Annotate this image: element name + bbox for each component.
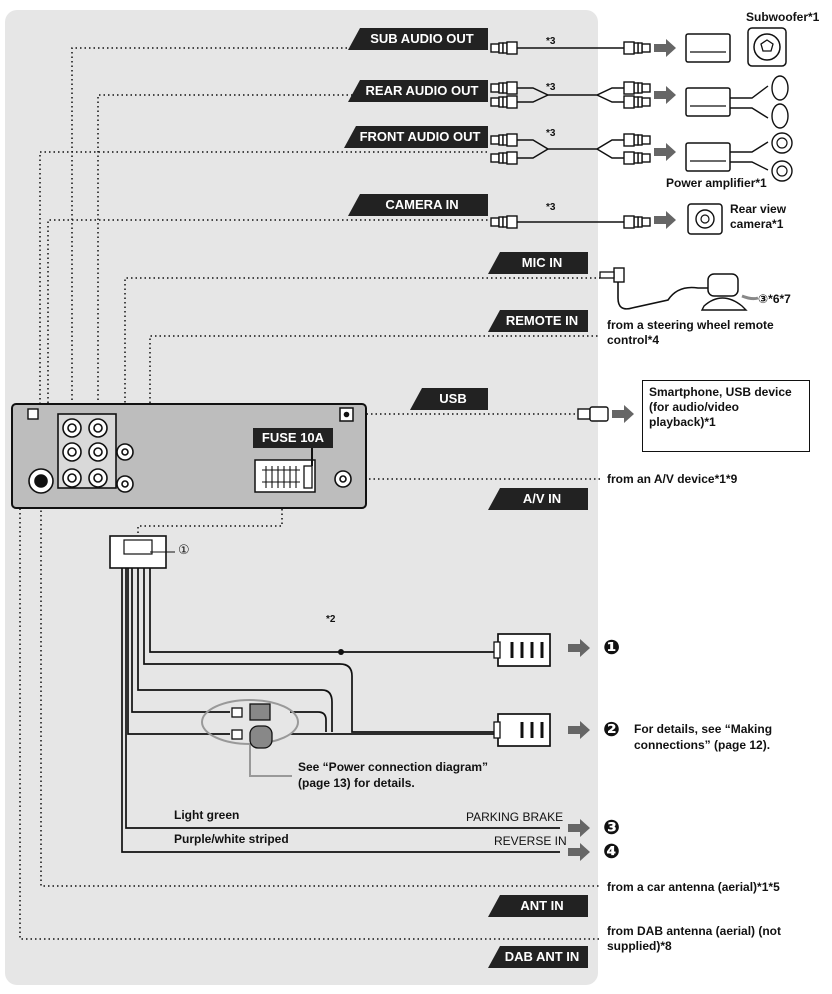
connector-4-marker: ❹: [603, 841, 620, 863]
power-diagram-label-2: (page 13) for details.: [298, 776, 415, 790]
usb-device-line-1: Smartphone, USB device: [649, 385, 792, 399]
harness-callout-1: ①: [178, 542, 190, 557]
front-audio-out-tag: FRONT AUDIO OUT: [344, 126, 488, 148]
power-diagram-label-1: See “Power connection diagram”: [298, 760, 489, 774]
light-green-label: Light green: [174, 808, 240, 822]
fuse-label: FUSE 10A: [253, 428, 333, 448]
reverse-in-label: REVERSE IN: [494, 834, 567, 848]
usb-device-line-2: (for audio/video: [649, 400, 739, 414]
usb-tag: USB: [410, 388, 488, 410]
car-antenna-label: from a car antenna (aerial)*1*5: [607, 880, 780, 894]
dab-antenna-label-1: from DAB antenna (aerial) (not: [607, 924, 782, 938]
purple-white-label: Purple/white striped: [174, 832, 289, 846]
note-star3-sub: *3: [546, 36, 556, 47]
subwoofer-label: Subwoofer*1: [746, 10, 820, 24]
rear-view-camera-label-1: Rear view: [730, 202, 787, 216]
dab-antenna-label-2: supplied)*8: [607, 939, 672, 953]
connector-3-marker: ❸: [603, 817, 620, 839]
ant-in-tag: ANT IN: [488, 895, 588, 917]
details-label-2: connections” (page 12).: [634, 738, 771, 752]
connector-1-marker: ❶: [603, 637, 620, 659]
mic-note-label: ③*6*7: [758, 292, 791, 306]
usb-device-line-3: playback)*1: [649, 415, 716, 429]
camera-in-tag: CAMERA IN: [348, 194, 488, 216]
remote-in-tag: REMOTE IN: [488, 310, 588, 332]
note-star3-front: *3: [546, 128, 556, 139]
sub-audio-out-tag: SUB AUDIO OUT: [348, 28, 488, 50]
note-star3-camera: *3: [546, 202, 556, 213]
parking-brake-label: PARKING BRAKE: [466, 810, 564, 824]
remote-label-2: control*4: [607, 333, 660, 347]
note-star3-rear: *3: [546, 82, 556, 93]
av-in-tag: A/V IN: [488, 488, 588, 510]
details-label-1: For details, see “Making: [634, 722, 773, 736]
connector-2-marker: ❷: [603, 719, 620, 741]
note-star2: *2: [326, 614, 336, 625]
av-device-label: from an A/V device*1*9: [607, 472, 738, 486]
mic-in-tag: MIC IN: [488, 252, 588, 274]
rear-audio-out-tag: REAR AUDIO OUT: [348, 80, 488, 102]
dab-ant-in-tag: DAB ANT IN: [488, 946, 588, 968]
usb-device-box: Smartphone, USB device (for audio/video …: [642, 380, 810, 452]
remote-label-1: from a steering wheel remote: [607, 318, 774, 332]
rear-view-camera-label-2: camera*1: [730, 217, 784, 231]
power-amplifier-label: Power amplifier*1: [666, 176, 767, 190]
